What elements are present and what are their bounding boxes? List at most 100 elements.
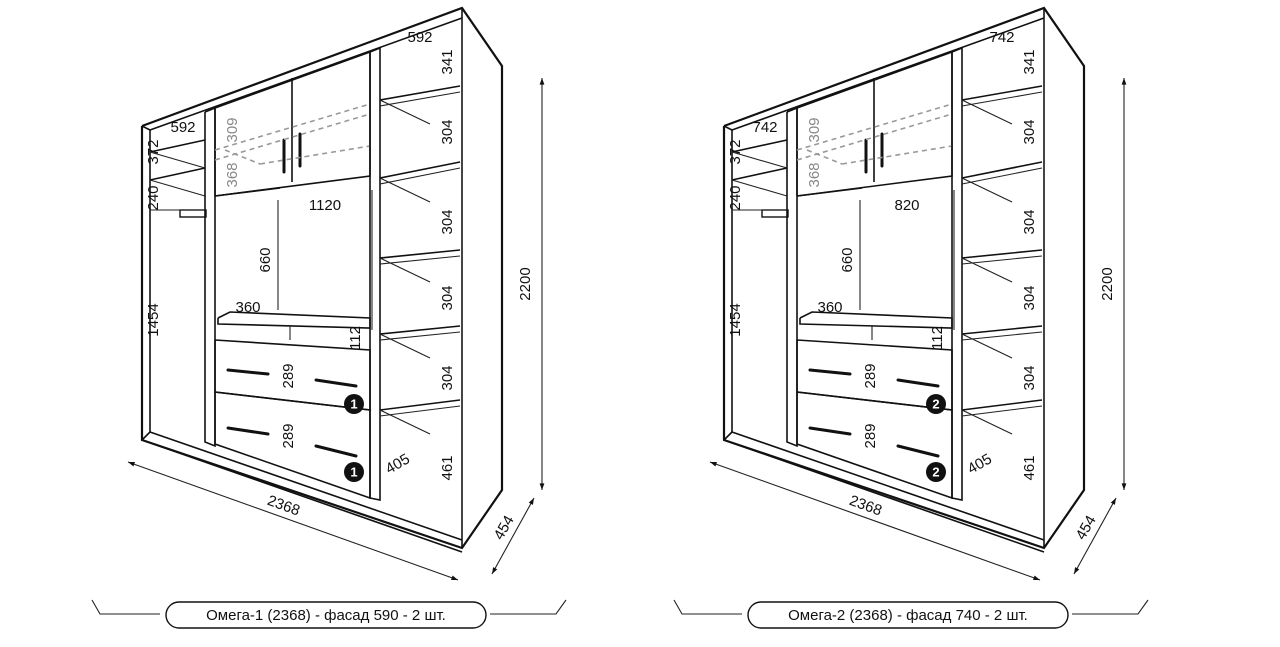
arrowhead	[1074, 567, 1080, 574]
arrowhead	[1110, 498, 1116, 505]
right-shelf-1	[961, 85, 1043, 101]
arrowhead	[1033, 575, 1040, 581]
dim-rail-shelf: 240	[727, 185, 744, 210]
top-inner-edge	[731, 17, 1045, 131]
dim-arrow-depth	[1073, 497, 1117, 575]
dim-right-s2: 304	[439, 209, 456, 234]
dim-hanging-left: 1454	[727, 303, 744, 336]
right-shelf-3-front	[379, 255, 461, 265]
dim-total-height: 2200	[1099, 267, 1116, 300]
hanging-rail	[179, 209, 207, 218]
hanging-rail	[761, 209, 789, 218]
dim-mezzanine-depth: 309	[224, 117, 241, 142]
left-top-shelf-front	[731, 151, 788, 169]
badge-number: 1	[350, 465, 357, 480]
dim-right-s1: 304	[439, 119, 456, 144]
drawer-handle	[896, 444, 940, 458]
caption: Омега-1 (2368) - фасад 590 - 2 шт.	[206, 607, 446, 624]
caption-box	[165, 601, 487, 629]
caption-left-bracket	[673, 599, 742, 615]
drawer-handle	[226, 426, 270, 436]
dim-shelf-gap: 112	[929, 326, 946, 350]
dim-right-bottom: 461	[439, 455, 456, 480]
dim-right-s2: 304	[1021, 209, 1038, 234]
arrowhead	[539, 483, 545, 490]
dim-center-width: 1120	[309, 197, 341, 214]
right-shelf-4-front	[379, 331, 461, 341]
dim-bottom-depth: 405	[965, 450, 995, 477]
badge-number: 2	[932, 397, 939, 412]
dim-total-height: 2200	[517, 267, 534, 300]
arrowhead	[710, 461, 717, 467]
right-shelf-4-front	[961, 331, 1043, 341]
badge-circle	[344, 462, 364, 482]
drawer-handle	[808, 426, 852, 436]
caption-box	[747, 601, 1069, 629]
arrowhead	[451, 575, 458, 581]
left-mid-shelf-front	[149, 179, 206, 197]
right-shelf-2-front	[379, 167, 461, 185]
dim-top-depth-left: 592	[170, 119, 195, 136]
dim-arrow-width	[127, 461, 459, 581]
drawer-handle	[226, 368, 270, 376]
right-shelf-1-front	[379, 91, 461, 107]
right-shelf-5	[961, 399, 1043, 411]
dim-rail-shelf: 240	[145, 185, 162, 210]
dim-center-hang: 660	[257, 247, 274, 272]
right-shelf-2-side	[961, 177, 1013, 203]
caption-right-bracket	[1072, 599, 1149, 615]
plinth-line	[141, 439, 463, 553]
right-shelf-3-front	[961, 255, 1043, 265]
left-mid-shelf	[731, 167, 788, 181]
dim-right-s3: 304	[439, 285, 456, 310]
dim-right-s3: 304	[1021, 285, 1038, 310]
dim-depth: 454	[490, 513, 517, 543]
left-mid-shelf-front	[731, 179, 788, 197]
dim-depth: 454	[1072, 513, 1099, 543]
dim-total-width: 2368	[265, 492, 302, 519]
right-shelf-5-front	[379, 405, 461, 417]
arrowhead	[1121, 78, 1127, 85]
bottom-left-corner	[723, 431, 733, 441]
wardrobe-1: 5925923722401454309368112066036011228928…	[91, 6, 567, 629]
dim-right-s4: 304	[1021, 365, 1038, 390]
right-shelf-3-side	[379, 257, 431, 283]
dim-bottom-depth: 405	[383, 450, 413, 477]
arrowhead	[539, 78, 545, 85]
top-inner-edge	[149, 17, 463, 131]
left-mid-shelf	[149, 167, 206, 181]
right-shelf-4-side	[379, 333, 431, 359]
dim-right-top: 341	[439, 49, 456, 74]
dim-center-hang: 660	[839, 247, 856, 272]
right-shelf-4	[961, 325, 1043, 335]
dim-center-shelf-depth: 360	[235, 299, 260, 316]
dim-drawer-upper: 289	[862, 363, 879, 388]
mezzanine-bottom	[214, 187, 281, 197]
drawer-handle	[314, 378, 358, 388]
right-shelf-3-side	[961, 257, 1013, 283]
arrowhead	[1121, 483, 1127, 490]
mezzanine-hidden-edge	[224, 149, 261, 165]
left-partition	[204, 106, 216, 448]
dim-mezzanine-height: 368	[224, 162, 241, 187]
top-left-corner	[141, 125, 151, 131]
arrowhead	[128, 461, 135, 467]
left-top-shelf-front	[149, 151, 206, 169]
left-top-shelf	[149, 139, 206, 153]
dim-arrow-depth	[491, 497, 535, 575]
dim-right-bottom: 461	[1021, 455, 1038, 480]
dim-top-shelf-left: 372	[727, 139, 744, 164]
dim-drawer-lower: 289	[280, 423, 297, 448]
dim-arrow-width	[709, 461, 1041, 581]
dim-right-top: 341	[1021, 49, 1038, 74]
mezzanine-hidden-edge	[806, 149, 843, 165]
badge-circle	[344, 394, 364, 414]
dim-right-s4: 304	[439, 365, 456, 390]
right-shelf-5-side	[961, 409, 1013, 435]
right-shelf-5	[379, 399, 461, 411]
top-left-corner	[723, 125, 733, 131]
right-shelf-2-front	[961, 167, 1043, 185]
mezzanine-bottom	[796, 187, 863, 197]
right-shelf-5-front	[961, 405, 1043, 417]
